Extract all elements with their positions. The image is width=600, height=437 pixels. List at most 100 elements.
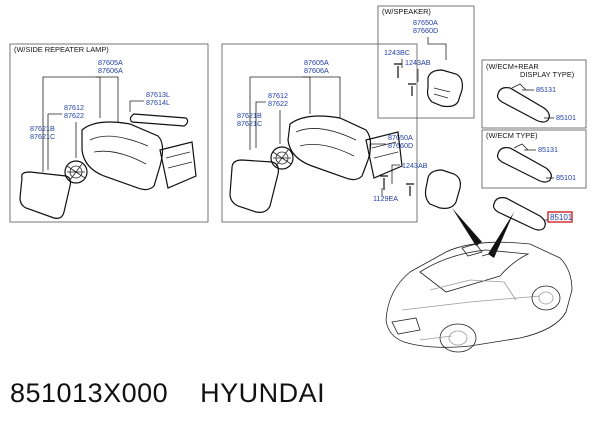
car-illustration	[385, 241, 573, 353]
center-mirror-frame	[221, 43, 418, 223]
car-inner-mirror-marker	[481, 251, 497, 257]
label-87650a-center: 87650A	[388, 133, 413, 142]
ecm-rear-frame	[481, 59, 587, 129]
bolt-shape	[394, 63, 402, 78]
housing-detail	[295, 128, 357, 141]
leader-line	[427, 37, 447, 60]
leader-line	[96, 76, 101, 118]
car-beltline	[401, 295, 541, 311]
pointer-wedge	[452, 208, 482, 246]
car-window-line	[429, 279, 517, 301]
label-87606a-center: 87606A	[304, 66, 329, 75]
inside-mirror-shape	[496, 147, 552, 183]
bracket-shape	[365, 131, 403, 179]
repeater-lamp-shape	[129, 113, 189, 127]
inside-mirror-shape	[496, 87, 550, 123]
pointer-wedge	[488, 212, 514, 258]
part-highlight-box	[547, 211, 573, 223]
ecm-frame	[481, 129, 587, 189]
leader-line	[369, 143, 386, 156]
leader-line	[302, 76, 341, 118]
ecm-rear-title-1: (W/ECM+REAR	[486, 62, 539, 71]
mirror-mount-shape	[511, 83, 527, 91]
center-mirror-panel: 87605A 87606A 87612 87622 87621B 87621C …	[221, 43, 461, 223]
ecm-title: (W/ECM TYPE)	[486, 131, 538, 140]
label-87621c-center: 87621C	[237, 119, 262, 128]
leader-line	[96, 76, 119, 122]
label-1129ea-center: 1129EA	[373, 194, 398, 203]
ecm-rear-panel: (W/ECM+REAR DISPLAY TYPE) 85131 85101	[481, 59, 587, 129]
actuator-shape	[64, 160, 88, 184]
label-87621b-center: 87621B	[237, 111, 262, 120]
actuator-detail	[66, 163, 86, 181]
housing-detail	[89, 135, 149, 147]
bracket-detail	[371, 141, 399, 159]
bracket-shape	[159, 141, 197, 189]
label-85131-ecm: 85131	[538, 145, 558, 154]
ecm-rear-title-2: DISPLAY TYPE)	[520, 70, 574, 79]
label-85101-ecm: 85101	[556, 173, 576, 182]
label-87612: 87612	[64, 103, 84, 112]
label-87650a-speaker: 87650A	[413, 18, 438, 27]
leader-line	[255, 101, 266, 148]
speaker-frame	[377, 5, 475, 119]
label-87621c: 87621C	[30, 132, 55, 141]
brand-name: HYUNDAI	[200, 378, 326, 408]
car-hub-front	[448, 330, 468, 346]
part-number: 851013X000	[10, 378, 169, 408]
car-wheel-front	[439, 323, 477, 353]
mirror-glass-shape	[229, 159, 279, 213]
speaker-grille	[433, 87, 451, 99]
speaker-cover-shape	[424, 169, 461, 209]
mirror-mount-shape	[513, 143, 529, 151]
speaker-cover-shape	[426, 69, 463, 108]
side-repeater-title: (W/SIDE REPEATER LAMP)	[14, 45, 109, 54]
label-87605a-center: 87605A	[304, 58, 329, 67]
label-87622-center: 87622	[268, 99, 288, 108]
car-hub-rear	[538, 291, 554, 305]
label-87605a: 87605A	[98, 58, 123, 67]
label-87612-center: 87612	[268, 91, 288, 100]
car-headlight-shape	[391, 317, 421, 335]
leader-line	[47, 113, 62, 170]
inside-mirror-shape	[492, 197, 546, 231]
ecm-panel: (W/ECM TYPE) 85131 85101	[481, 129, 587, 189]
label-1243ab-speaker: 1243AB	[405, 58, 431, 67]
speaker-title: (W/SPEAKER)	[382, 7, 431, 16]
side-repeater-panel: (W/SIDE REPEATER LAMP) 87605A 87606A 876…	[9, 43, 209, 223]
bracket-detail	[165, 151, 193, 169]
label-85101-ecm-rear: 85101	[556, 113, 576, 122]
leader-line	[391, 164, 400, 184]
label-87614l: 87614L	[146, 98, 170, 107]
label-1243bc-speaker: 1243BC	[384, 48, 410, 57]
mirror-housing-shape	[81, 121, 164, 191]
label-85131-ecm-rear: 85131	[536, 85, 556, 94]
label-87660d-speaker: 87660D	[413, 26, 438, 35]
housing-detail	[299, 143, 355, 157]
actuator-detail	[272, 149, 292, 167]
car-grille-line	[419, 335, 453, 341]
speaker-panel: (W/SPEAKER) 87650A 87660D 1243BC 1243AB	[377, 5, 475, 119]
label-87613l: 87613L	[146, 90, 170, 99]
label-85101-highlight: 85101	[550, 213, 573, 222]
bolt-shape	[380, 175, 388, 190]
car-mirror-marker	[461, 243, 483, 257]
car-wheel-rear	[531, 285, 561, 311]
label-87621b: 87621B	[30, 124, 55, 133]
mirror-housing-shape	[287, 115, 372, 181]
label-87606a: 87606A	[98, 66, 123, 75]
part-caption: 851013X000 HYUNDAI	[10, 378, 325, 409]
leader-line	[42, 76, 96, 172]
label-1243ab-center: 1243AB	[402, 161, 428, 170]
car-windshield-shape	[419, 249, 530, 293]
mirror-glass-shape	[19, 171, 72, 219]
label-87622: 87622	[64, 111, 84, 120]
car-body-shape	[385, 241, 573, 348]
bolt-shape	[406, 183, 414, 196]
label-87660d-center: 87660D	[388, 141, 413, 150]
bolt-shape	[408, 83, 416, 96]
actuator-shape	[270, 146, 294, 170]
inside-mirror-callout: 85101	[492, 197, 573, 231]
leader-line	[302, 76, 311, 114]
